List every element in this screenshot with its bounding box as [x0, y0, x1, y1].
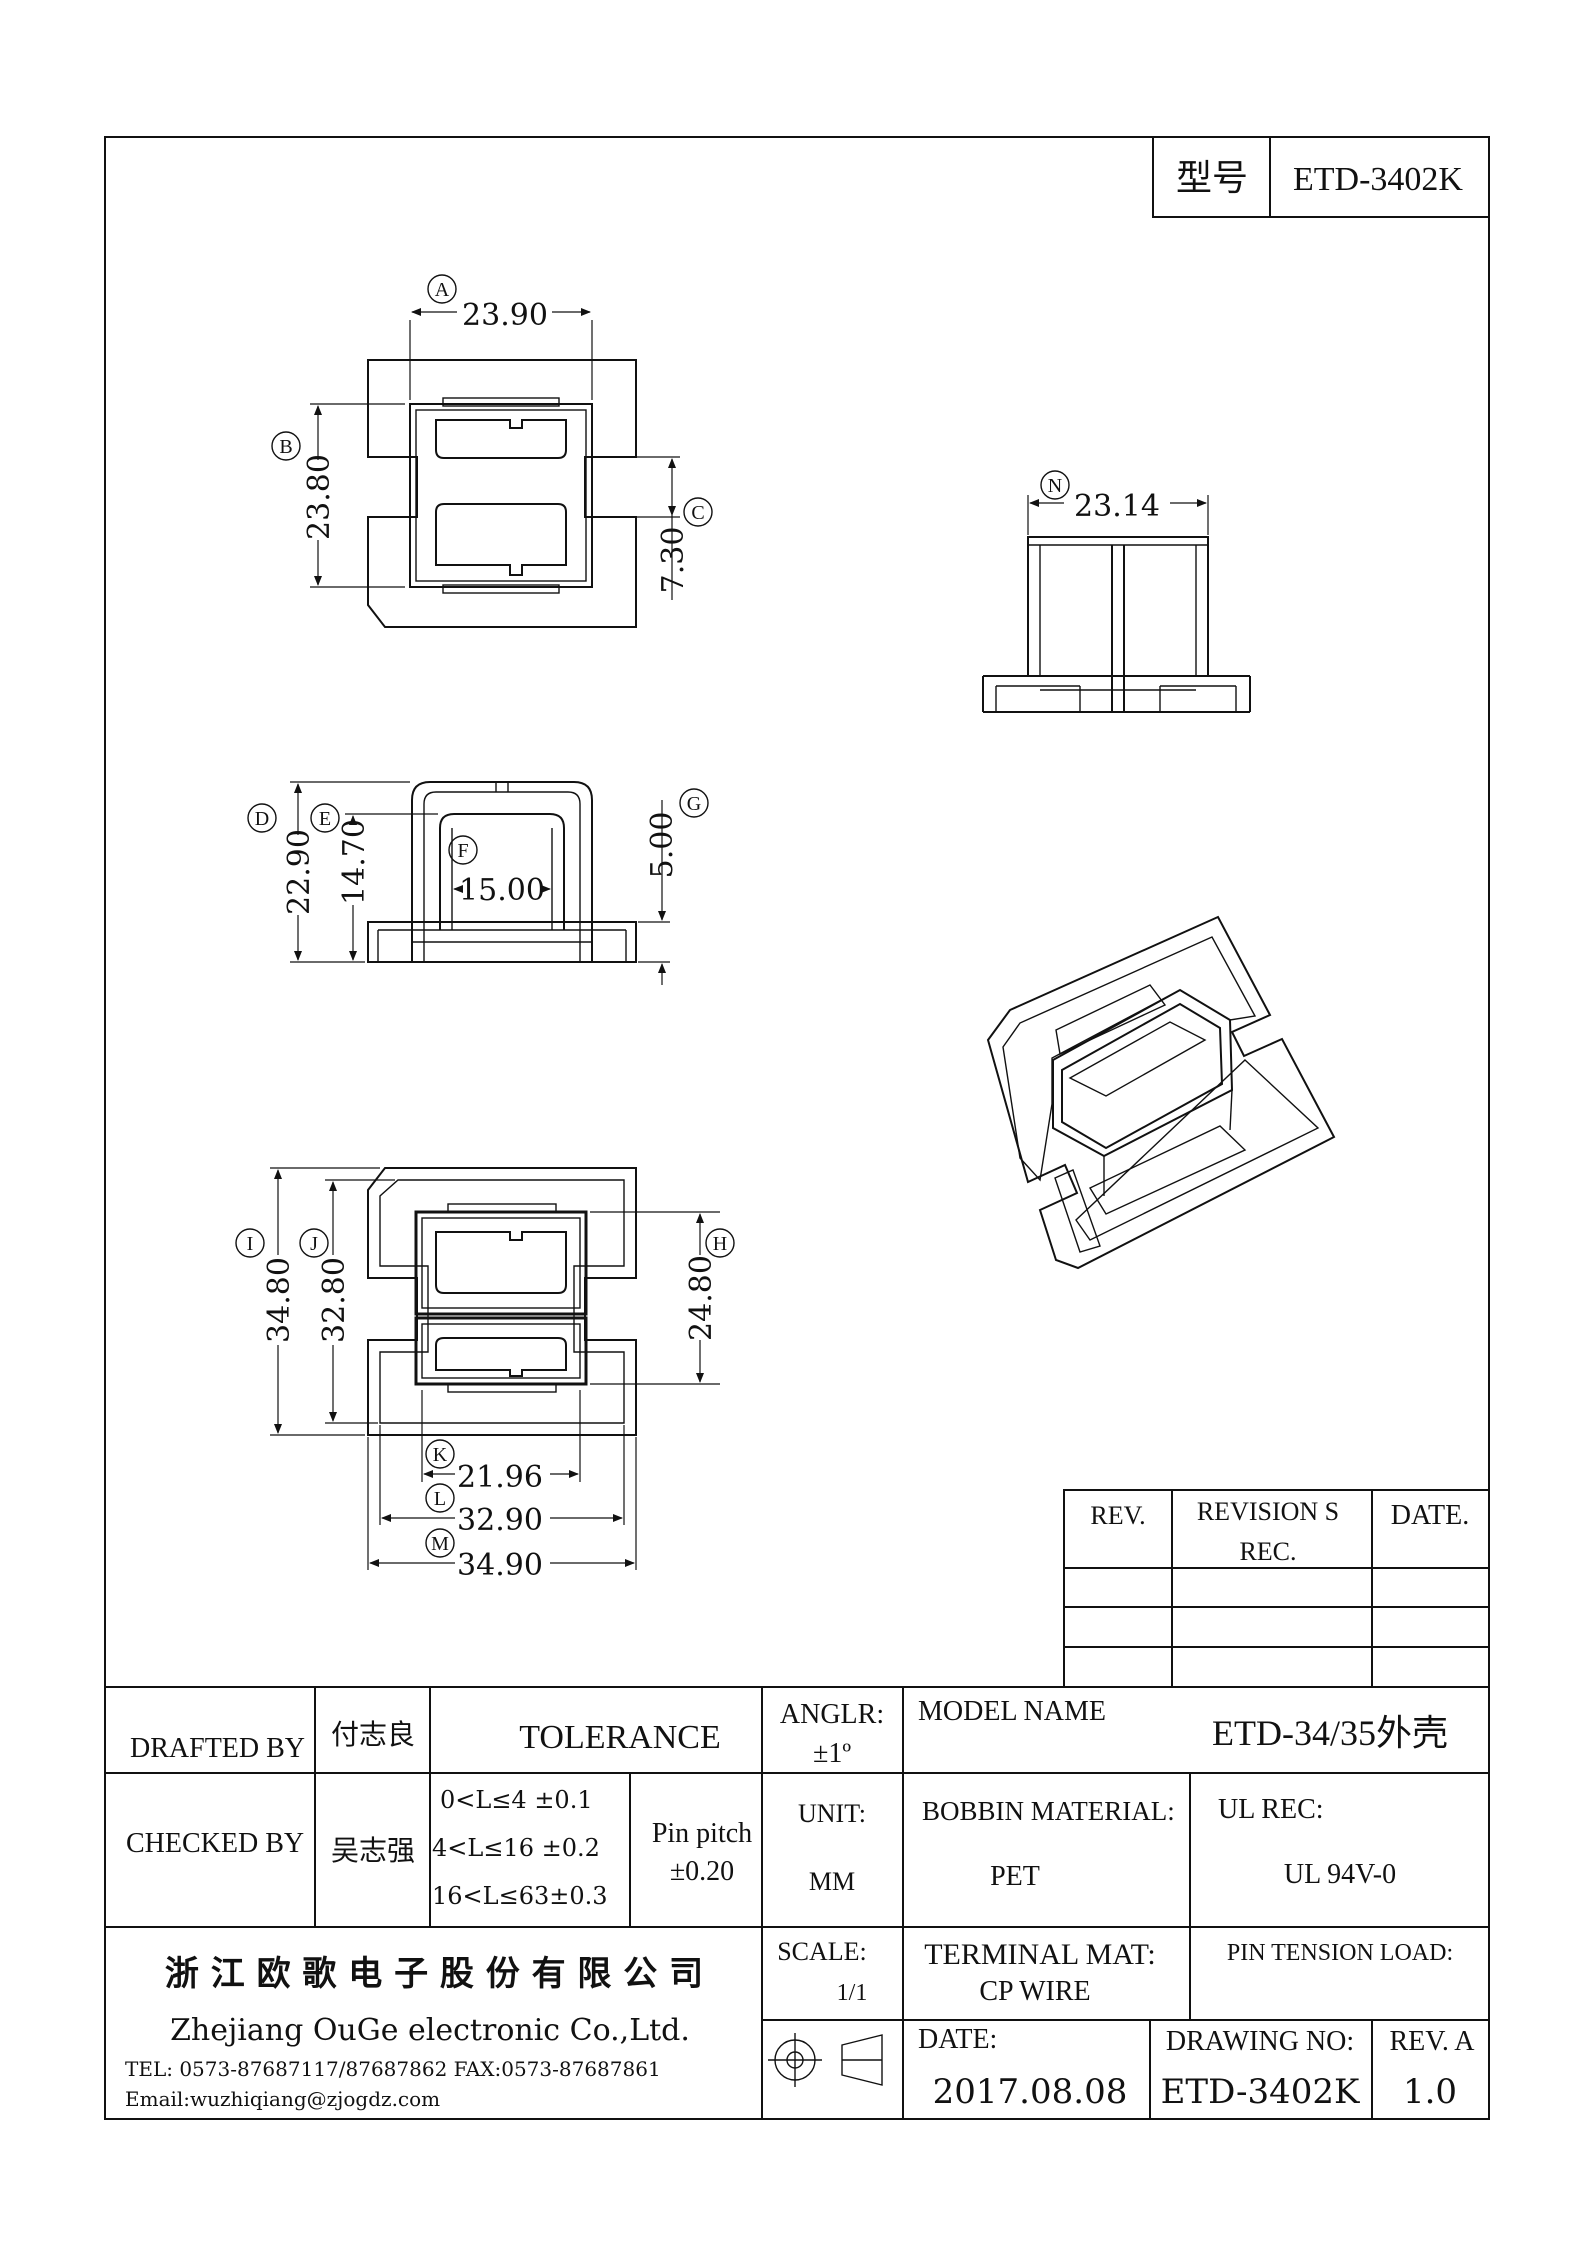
- dim-I: 34.80: [262, 1257, 297, 1343]
- top-view: 23.90 23.80 7.30: [302, 298, 691, 628]
- side-view: 22.90 14.70 15.00 5.00: [282, 781, 680, 985]
- markers: A B C D E F G H I J K L M N: [235, 274, 1070, 1558]
- svg-text:C: C: [691, 502, 704, 524]
- svg-text:D: D: [255, 808, 269, 830]
- svg-text:H: H: [713, 1233, 727, 1255]
- checked-by-label: CHECKED BY: [126, 1828, 304, 1859]
- date-label: DATE:: [918, 2024, 997, 2055]
- rev-value: 1.0: [1403, 2072, 1457, 2112]
- svg-text:E: E: [319, 808, 331, 830]
- dim-H: 24.80: [684, 1255, 719, 1341]
- terminal-mat-value: CP WIRE: [979, 1976, 1090, 2007]
- bobbin-material-value: PET: [990, 1861, 1040, 1892]
- dim-G: 5.00: [645, 812, 680, 879]
- drafted-by-label: DRAFTED BY: [130, 1733, 305, 1764]
- scale-value: 1/1: [837, 1980, 868, 2006]
- drafted-by-value: 付志良: [331, 1718, 415, 1751]
- dim-D: 22.90: [282, 829, 317, 915]
- svg-text:K: K: [433, 1444, 448, 1466]
- bottom-view: 34.80 32.80 24.80 21.96 32.90 34.90: [262, 1167, 720, 1583]
- rev-a-label: REV. A: [1389, 2026, 1475, 2057]
- revision-table: REV. REVISION S REC. DATE.: [1063, 1489, 1490, 1688]
- anglr-label: ANGLR:: [780, 1699, 884, 1730]
- ul-rec-label: UL REC:: [1218, 1794, 1324, 1825]
- marker-K: K: [425, 1439, 455, 1469]
- svg-text:A: A: [435, 279, 450, 301]
- model-box-value: ETD-3402K: [1293, 161, 1463, 198]
- marker-D: D: [247, 803, 277, 833]
- svg-text:B: B: [279, 436, 292, 458]
- svg-text:J: J: [310, 1233, 318, 1255]
- dim-N: 23.14: [1074, 489, 1160, 524]
- pin-tension-label: PIN TENSION LOAD:: [1227, 1940, 1453, 1966]
- tel-fax: TEL: 0573-87687117/87687862 FAX:0573-876…: [125, 2057, 661, 2081]
- svg-text:M: M: [431, 1533, 449, 1555]
- unit-value: MM: [809, 1867, 855, 1896]
- unit-label: UNIT:: [798, 1799, 866, 1828]
- revisions-header-1: REVISION S: [1197, 1497, 1339, 1526]
- marker-F: F: [448, 835, 478, 865]
- dim-J: 32.80: [317, 1257, 352, 1343]
- tolerance-label: TOLERANCE: [519, 1719, 720, 1756]
- drawing-frame: [104, 136, 1490, 2120]
- dim-F: 15.00: [459, 873, 545, 908]
- revisions-header-2: REC.: [1239, 1537, 1296, 1566]
- svg-text:G: G: [687, 793, 701, 815]
- tol-row-3: 16<L≤63±0.3: [432, 1882, 608, 1910]
- dim-K: 21.96: [457, 1460, 543, 1495]
- bobbin-material-label: BOBBIN MATERIAL:: [922, 1796, 1175, 1826]
- marker-N: N: [1040, 470, 1070, 500]
- svg-text:F: F: [457, 840, 468, 862]
- marker-A: A: [427, 274, 457, 304]
- svg-text:L: L: [434, 1488, 446, 1510]
- date-value: 2017.08.08: [933, 2072, 1128, 2112]
- company-en: Zhejiang OuGe electronic Co.,Ltd.: [170, 2013, 690, 2048]
- pin-pitch-label: Pin pitch: [652, 1818, 752, 1849]
- marker-J: J: [299, 1228, 329, 1258]
- rev-header: REV.: [1090, 1501, 1145, 1530]
- pin-pitch-value: ±0.20: [670, 1856, 734, 1887]
- marker-B: B: [271, 431, 301, 461]
- dim-L: 32.90: [457, 1503, 543, 1538]
- marker-M: M: [425, 1528, 455, 1558]
- email: Email:wuzhiqiang@zjogdz.com: [125, 2087, 440, 2111]
- svg-text:I: I: [247, 1233, 254, 1255]
- dim-M: 34.90: [457, 1548, 543, 1583]
- tol-row-1: 0<L≤4 ±0.1: [440, 1786, 593, 1814]
- ul-rec-value: UL 94V-0: [1284, 1859, 1396, 1890]
- marker-H: H: [705, 1228, 735, 1258]
- marker-L: L: [425, 1483, 455, 1513]
- company-cn: 浙 江 欧 歌 电 子 股 份 有 限 公 司: [165, 1954, 703, 1994]
- model-name-label: MODEL NAME: [918, 1696, 1106, 1727]
- projection-symbol-icon: [768, 2033, 883, 2087]
- marker-E: E: [310, 803, 340, 833]
- front-view: 23.14: [982, 489, 1251, 713]
- drawing-no-label: DRAWING NO:: [1166, 2026, 1354, 2057]
- model-box: 型号 ETD-3402K: [1152, 136, 1490, 218]
- scale-label: SCALE:: [777, 1937, 867, 1966]
- dim-B: 23.80: [302, 454, 337, 540]
- drawing-no-value: ETD-3402K: [1161, 2072, 1360, 2112]
- title-block: DRAFTED BY 付志良 TOLERANCE ANGLR: ±1º MODE…: [105, 1686, 1489, 2119]
- checked-by-value: 吴志强: [331, 1834, 415, 1867]
- marker-I: I: [235, 1228, 265, 1258]
- model-box-label: 型号: [1176, 158, 1248, 198]
- model-name-value: ETD-34/35外壳: [1212, 1713, 1448, 1753]
- marker-G: G: [679, 788, 709, 818]
- marker-C: C: [683, 497, 713, 527]
- dim-A: 23.90: [462, 298, 548, 333]
- dim-C: 7.30: [656, 527, 691, 594]
- isometric-view: [986, 915, 1336, 1270]
- date-header: DATE.: [1391, 1500, 1470, 1531]
- svg-text:N: N: [1048, 475, 1062, 497]
- terminal-mat-label: TERMINAL MAT:: [924, 1938, 1156, 1971]
- dim-E: 14.70: [337, 819, 372, 905]
- anglr-value: ±1º: [813, 1738, 851, 1769]
- tol-row-2: 4<L≤16 ±0.2: [432, 1834, 600, 1862]
